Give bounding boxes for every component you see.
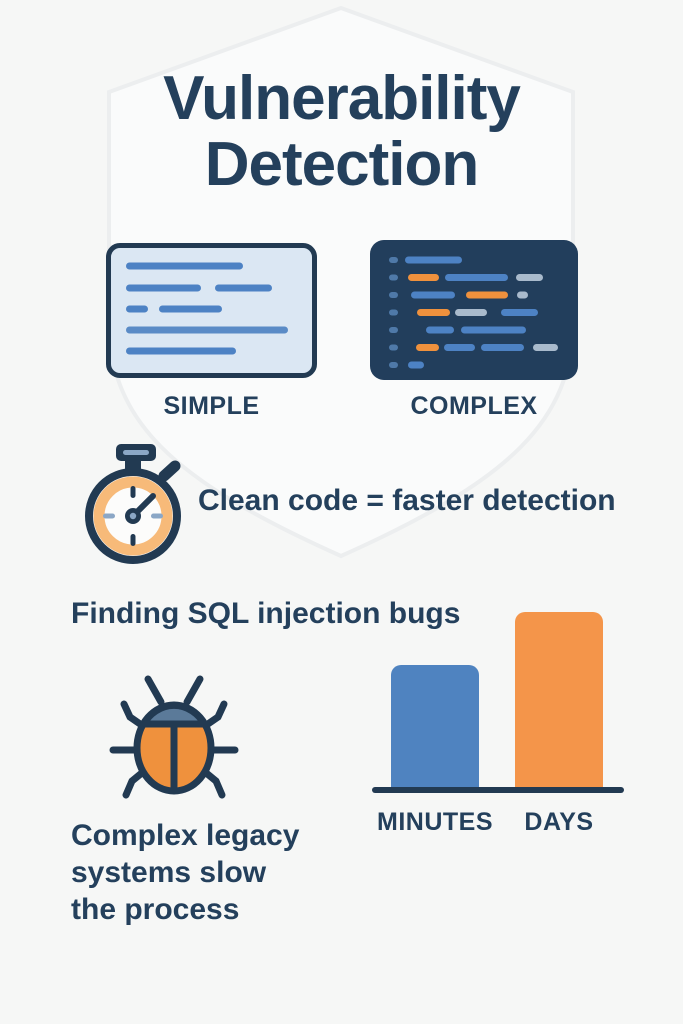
note-line-1: Complex legacy (71, 819, 300, 852)
note-line-3: the process (71, 893, 240, 926)
simple-code-lines (126, 262, 288, 355)
time-comparison-chart: MINUTES DAYS (372, 600, 624, 840)
bug-icon (109, 675, 239, 799)
chart-bar-days (515, 612, 603, 789)
shield-watermark-icon (107, 5, 575, 559)
code-window-complex-icon (370, 240, 578, 380)
code-window-simple-icon (106, 243, 317, 378)
chart-label-minutes: MINUTES (377, 808, 493, 836)
chart-label-days: DAYS (524, 808, 594, 836)
simple-card-label: SIMPLE (163, 392, 260, 420)
chart-bar-minutes (391, 665, 479, 789)
stopwatch-icon (85, 444, 181, 564)
complex-code-lines (389, 256, 558, 369)
page-title: Vulnerability Detection (0, 66, 683, 198)
title-line-2: Detection (204, 130, 479, 199)
title-line-1: Vulnerability (163, 64, 521, 133)
note-line-2: systems slow (71, 856, 267, 889)
legacy-systems-note: Complex legacy systems slow the process (71, 817, 401, 928)
sql-bugs-heading: Finding SQL injection bugs (71, 597, 461, 630)
complex-card-label: COMPLEX (410, 392, 538, 420)
clean-code-caption: Clean code = faster detection (198, 484, 616, 517)
chart-baseline (372, 787, 624, 793)
chart-plot-area (372, 600, 624, 789)
